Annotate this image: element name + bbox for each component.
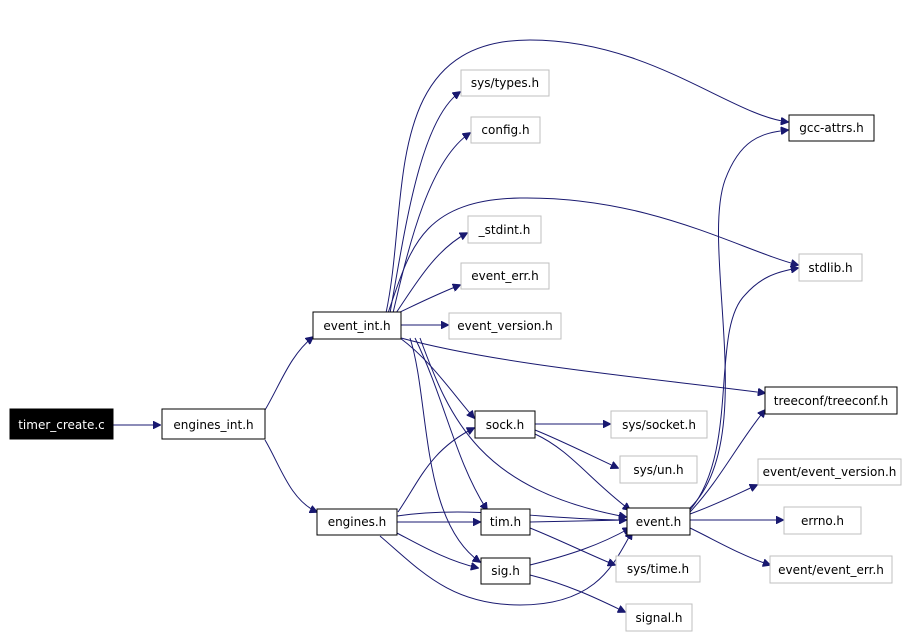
node-layer: timer_create.c engines_int.h event_int.h… (9, 69, 902, 632)
node-signal-h[interactable]: signal.h (625, 603, 693, 632)
edge-event-int-to-tim (414, 337, 487, 510)
node-sys-un-h[interactable]: sys/un.h (619, 455, 698, 484)
node-label: signal.h (636, 611, 683, 625)
edge-event-int-to-event (419, 337, 626, 517)
node-treeconf-h[interactable]: treeconf/treeconf.h (764, 386, 898, 415)
edge-event-to-treeconf (689, 410, 765, 513)
edge-event-int-to-treeconf (400, 337, 765, 393)
node-label: _stdint.h (478, 223, 531, 237)
edge-event-to-event-event-err (689, 527, 770, 565)
node-label: event_err.h (471, 269, 539, 283)
node-label: tim.h (490, 515, 521, 529)
node-sock-h[interactable]: sock.h (474, 410, 536, 439)
edge-sig-to-signal (529, 574, 625, 612)
edge-sock-to-sys-un (534, 429, 618, 468)
node-tim-h[interactable]: tim.h (480, 508, 531, 536)
edge-engines-to-sock (397, 428, 474, 513)
node-event-int-h[interactable]: event_int.h (312, 311, 402, 340)
node-label: sys/socket.h (622, 418, 696, 432)
node-stdint-h[interactable]: _stdint.h (467, 215, 542, 244)
edge-engines-int-to-event-int (264, 337, 313, 411)
edge-engines-int-to-engines (264, 439, 317, 512)
node-gcc-attrs-h[interactable]: gcc-attrs.h (788, 114, 875, 142)
node-label: errno.h (801, 514, 844, 528)
edge-event-int-to-event-err (397, 285, 460, 314)
node-label: event/event_version.h (763, 465, 897, 479)
edge-event-int-to-sys-types (389, 92, 460, 314)
node-engines-h[interactable]: engines.h (316, 508, 398, 536)
edge-event-int-to-gcc-attrs (385, 39, 788, 314)
edge-event-to-gcc-attrs (689, 130, 788, 509)
node-label: engines_int.h (173, 418, 253, 432)
node-engines-int-h[interactable]: engines_int.h (161, 408, 266, 440)
node-label: gcc-attrs.h (799, 121, 864, 135)
node-sig-h[interactable]: sig.h (480, 557, 531, 585)
edge-event-to-stdlib (689, 268, 798, 511)
node-errno-h[interactable]: errno.h (783, 506, 862, 535)
node-event-err-h[interactable]: event_err.h (460, 262, 550, 290)
node-label: event/event_err.h (778, 563, 884, 577)
node-event-event-err-h[interactable]: event/event_err.h (769, 555, 893, 584)
edge-event-int-to-sig (409, 337, 480, 562)
node-label: event_version.h (457, 319, 553, 333)
node-label: sys/types.h (471, 76, 539, 90)
node-label: timer_create.c (18, 418, 105, 432)
edge-layer (113, 39, 798, 612)
node-sys-types-h[interactable]: sys/types.h (460, 69, 550, 97)
node-label: event.h (636, 515, 682, 529)
node-label: sys/time.h (627, 562, 689, 576)
node-timer-create-c[interactable]: timer_create.c (9, 408, 114, 440)
node-label: sock.h (486, 418, 525, 432)
node-sys-time-h[interactable]: sys/time.h (615, 555, 701, 583)
edge-event-int-to-sock (399, 337, 474, 418)
node-event-version-h[interactable]: event_version.h (448, 312, 562, 340)
node-label: stdlib.h (808, 261, 852, 275)
node-label: treeconf/treeconf.h (774, 394, 888, 408)
edge-engines-to-sig (394, 531, 478, 568)
node-event-h[interactable]: event.h (626, 507, 691, 536)
node-label: engines.h (328, 515, 387, 529)
edge-tim-to-event (529, 520, 626, 522)
node-label: config.h (481, 123, 529, 137)
node-label: event_int.h (323, 319, 390, 333)
node-config-h[interactable]: config.h (470, 116, 541, 144)
edge-sig-to-event (529, 528, 630, 566)
edge-sock-to-event (534, 433, 630, 510)
node-sys-socket-h[interactable]: sys/socket.h (610, 410, 708, 439)
edge-event-to-event-event-version (689, 485, 757, 515)
edge-tim-to-sys-time (529, 527, 615, 565)
node-event-event-version-h[interactable]: event/event_version.h (757, 458, 902, 486)
node-label: sys/un.h (633, 463, 683, 477)
node-stdlib-h[interactable]: stdlib.h (798, 253, 863, 282)
edge-event-int-to-stdint (395, 233, 467, 314)
edge-event-int-to-stdlib (387, 197, 798, 314)
node-label: sig.h (491, 564, 520, 578)
edge-event-int-to-config (392, 133, 470, 314)
